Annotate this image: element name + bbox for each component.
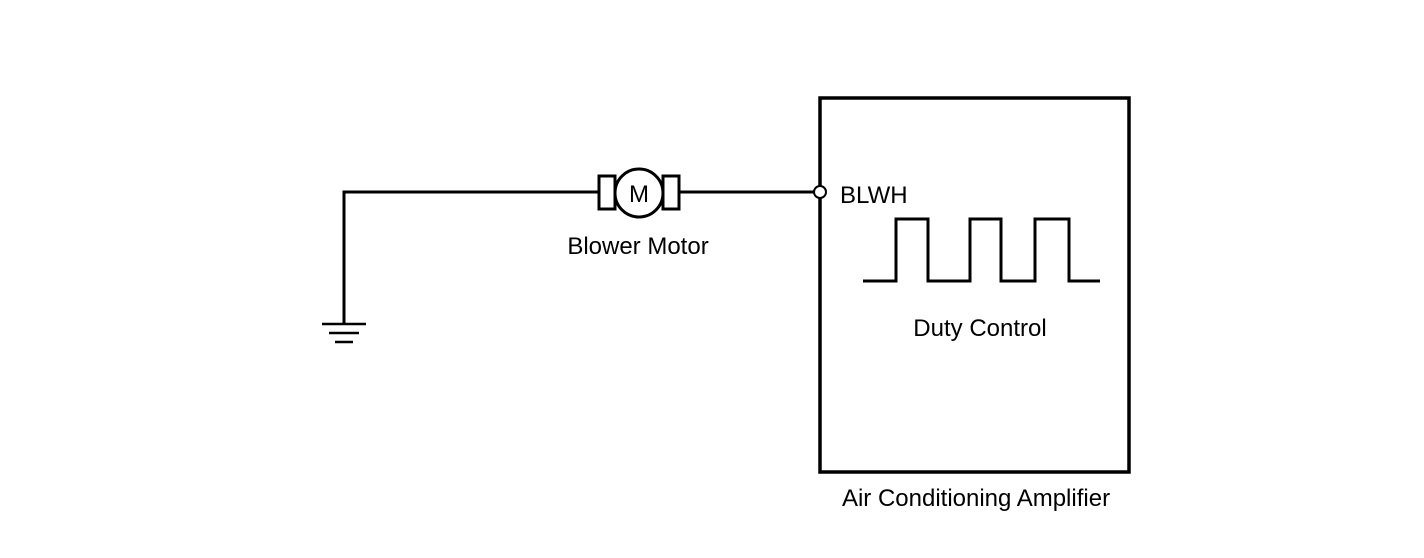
ground-icon	[322, 322, 366, 344]
terminal-label: BLWH	[840, 182, 908, 209]
amplifier-box	[818, 96, 1131, 474]
ground-wire	[342, 190, 599, 324]
amplifier-label: Air Conditioning Amplifier	[842, 485, 1110, 512]
terminal-connector-icon	[813, 185, 827, 199]
duty-control-label: Duty Control	[913, 315, 1046, 342]
motor-icon: M	[597, 167, 681, 219]
motor-symbol: M	[629, 181, 649, 208]
blower-motor-label: Blower Motor	[567, 233, 708, 260]
pwm-waveform-icon	[863, 217, 1100, 283]
